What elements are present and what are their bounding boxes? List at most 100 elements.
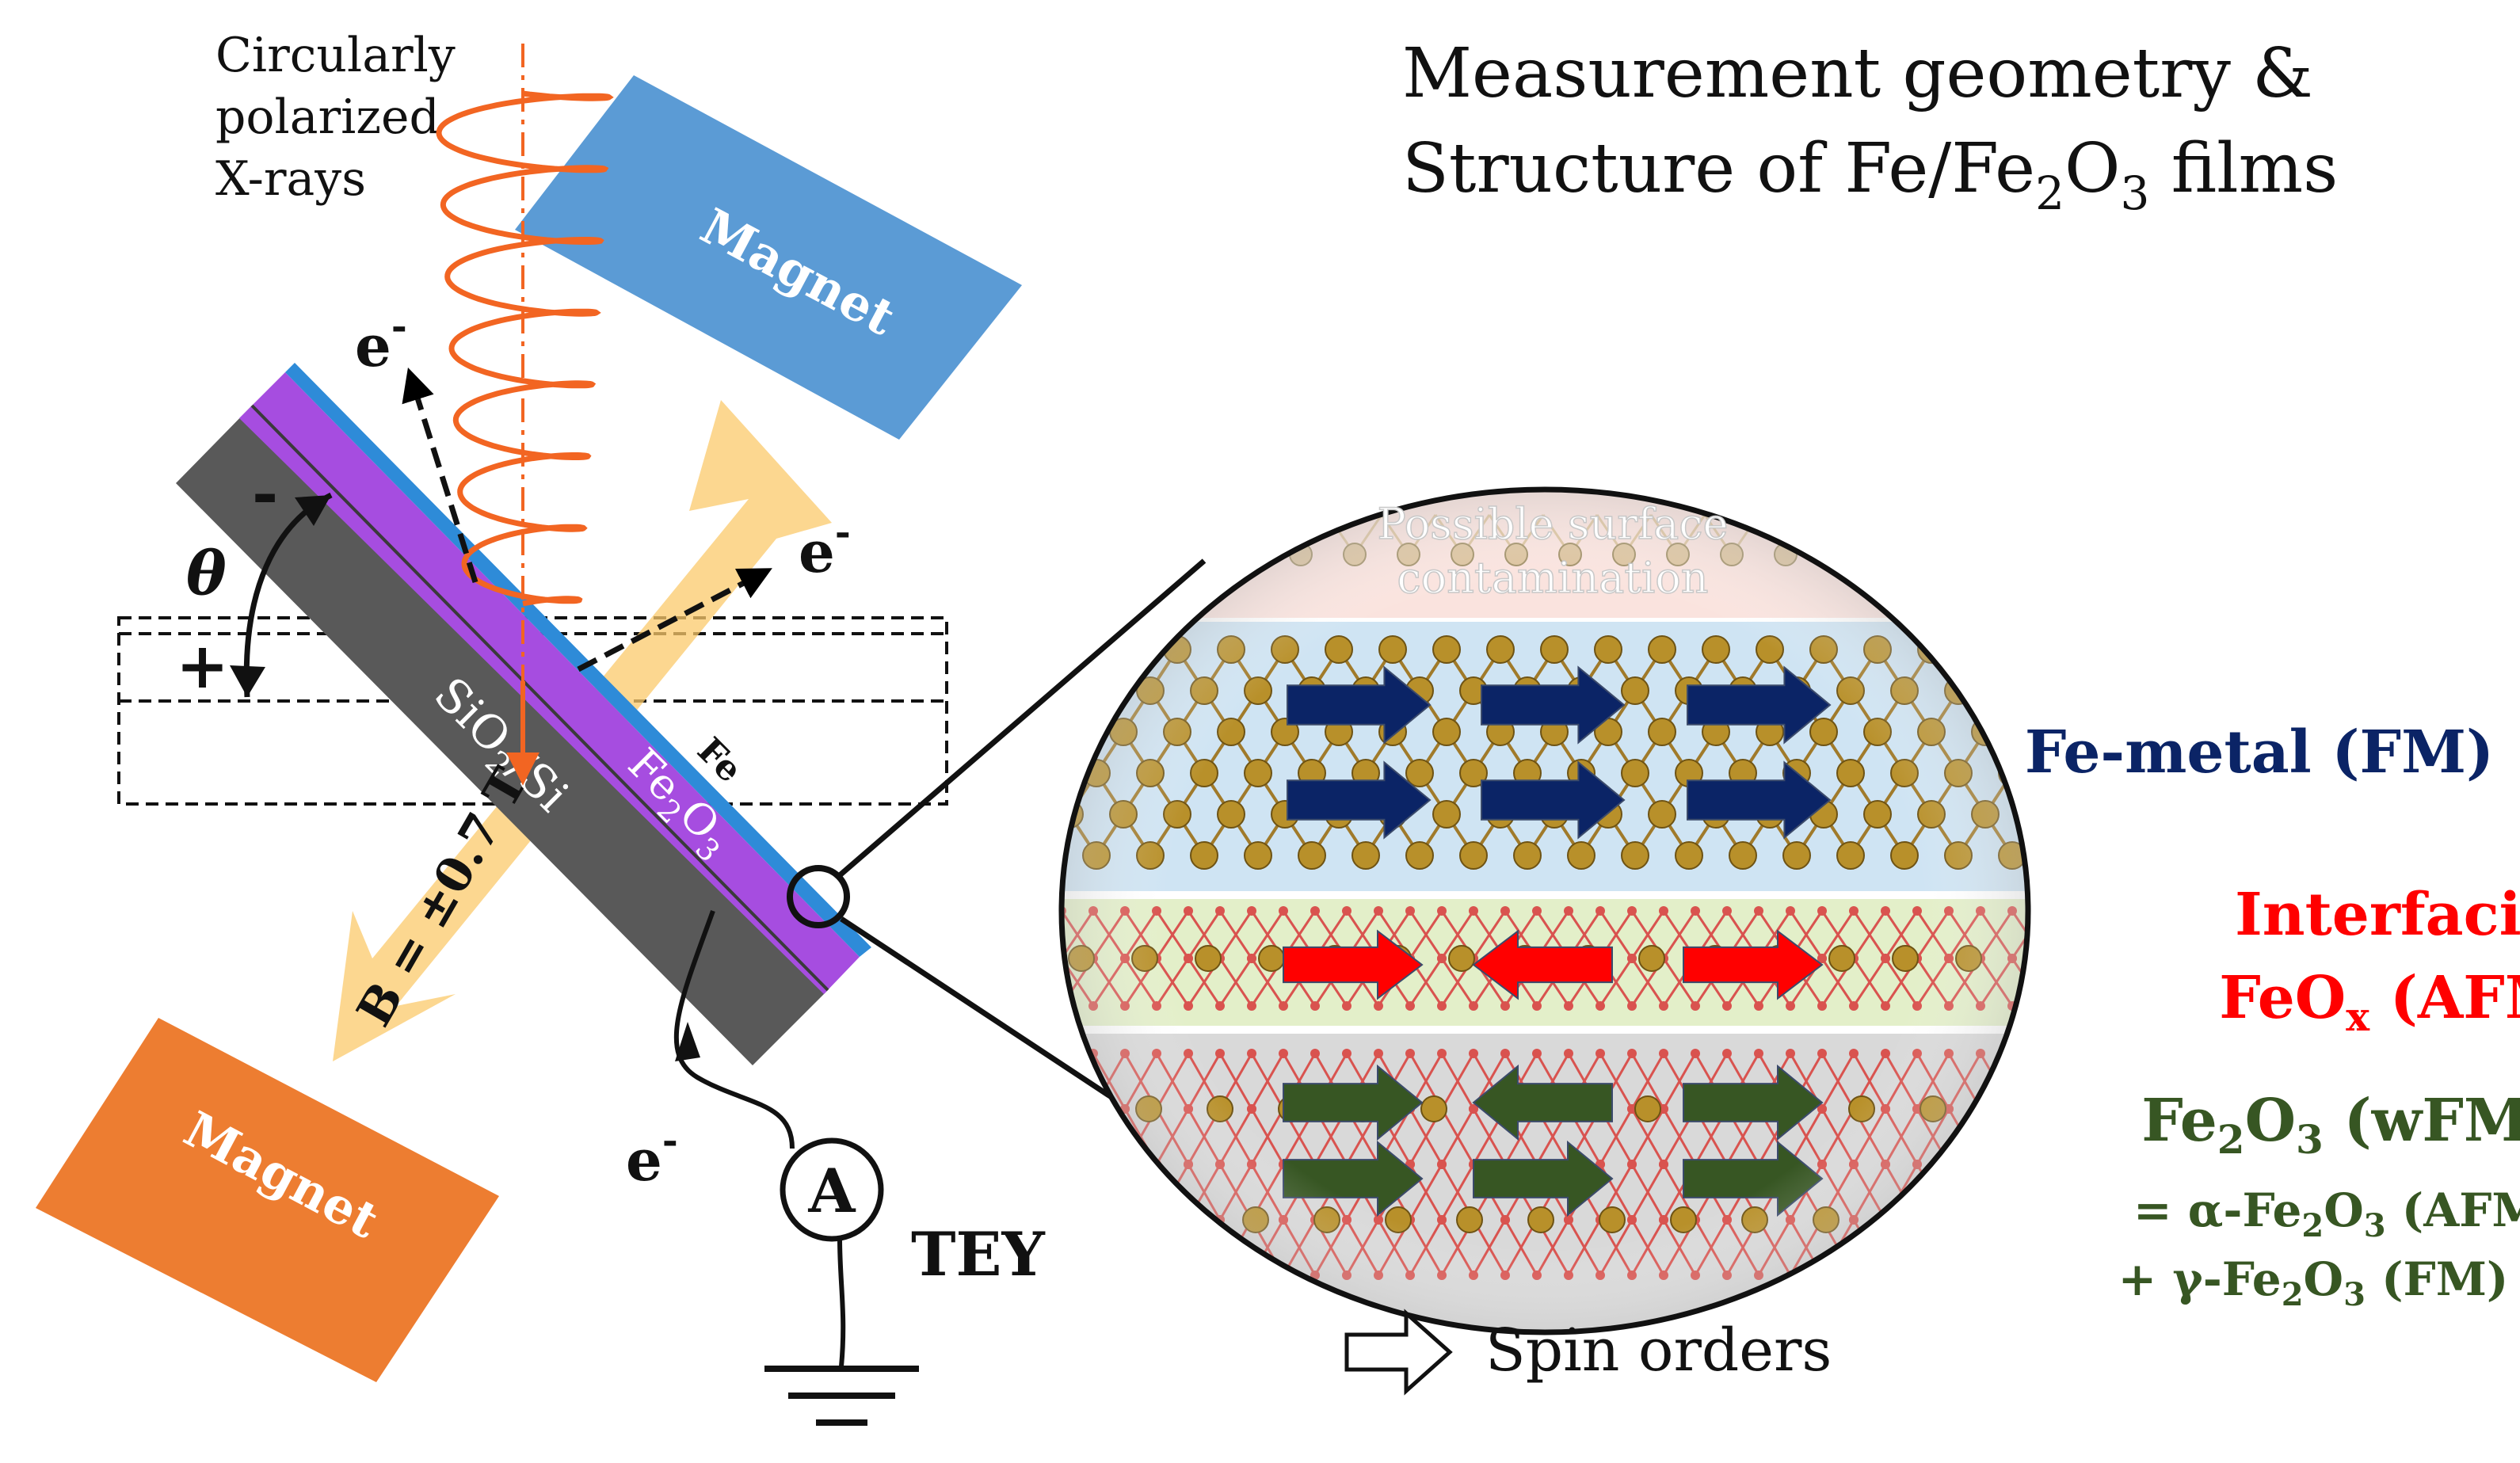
lattice-atom [1073,543,1097,566]
zoom-ellipse-outline [1058,486,2031,1335]
oxygen-atom [1976,1104,1985,1114]
oxygen-atom [2007,1215,2017,1225]
oxygen-atom [1912,1215,1922,1225]
oxygen-atom [1088,1104,1098,1114]
lattice-bond [1187,1219,1222,1276]
lattice-bond [1947,1164,1982,1221]
oxygen-atom [1944,1160,1954,1169]
zoom-spot [787,865,850,928]
lattice-bond [1092,1219,1127,1276]
legend-wfm: Fe2O3 (wFM) [2141,1087,2520,1163]
lattice-atom [1235,543,1259,566]
oxygen-atom [1152,1271,1161,1280]
theta-arrowhead-top [295,495,331,526]
oxygen-atom [1881,1271,1890,1280]
lattice-atom [1082,676,1111,705]
oxygen-atom [1120,1271,1130,1280]
lattice-bond [1973,514,2003,555]
oxygen-atom [1062,1271,1066,1280]
lattice-bond [2026,514,2028,555]
lattice-atom [1062,718,1084,746]
oxygen-atom [1088,1160,1098,1169]
oxygen-atom [2007,1104,2017,1114]
xray-label-1: Circularly [215,28,456,83]
ammeter-label: A [808,1156,856,1226]
lattice-bond [2011,1219,2028,1276]
oxygen-atom [1184,1271,1193,1280]
oxygen-atom [1976,1104,1985,1114]
lattice-bond [1062,1164,1095,1221]
legend-interfacial-2: FeOx (AFM) [2219,964,2520,1040]
tey-current-arrow [675,1022,700,1061]
lattice-bond [1957,648,1987,692]
lattice-bond [1062,1108,1095,1165]
oxygen-atom [1062,1160,1066,1169]
plus-sign: + [176,628,229,703]
oxygen-atom [1120,1160,1130,1169]
lattice-bond [2011,1108,2028,1165]
oxygen-atom [1062,1215,1066,1225]
electron-label-bottom: e- [626,1118,678,1194]
lattice-atom [1955,1206,1982,1233]
lattice-bond [1155,1219,1190,1276]
lattice-atom [1998,676,2026,705]
lattice-bond [1946,514,1976,555]
lattice-bond [1865,514,1895,555]
lattice-bond [1984,689,2014,733]
oxygen-atom [1881,1215,1890,1225]
oxygen-atom [1215,1271,1225,1280]
oxygen-atom [1912,1215,1922,1225]
lattice-bond [1892,514,1922,555]
oxygen-atom [1062,1001,1066,1011]
magnet-top [515,75,1022,440]
theta-symbol: θ [186,538,227,608]
lattice-bond [2011,1053,2028,1110]
lattice-bond [1838,514,1868,555]
oxygen-atom [1184,1215,1193,1225]
oxygen-atom [2007,1104,2017,1114]
oxygen-atom [1120,1215,1130,1225]
lattice-bond [1092,1219,1127,1276]
lattice-bond [1084,514,1114,555]
oxygen-atom [1120,1215,1130,1225]
lattice-bond [2011,1108,2028,1165]
oxygen-atom [1062,1104,1066,1114]
lattice-bond [2011,1164,2028,1221]
oxygen-atom [1247,1271,1256,1280]
lattice-atom [1989,543,2013,566]
oxygen-atom [1944,1215,1954,1225]
electron-label-top: e- [355,304,407,379]
lattice-atom [1828,543,1851,566]
title-line-2: Structure of Fe/Fe2O3 films [1402,129,2338,220]
lattice-bond [1187,1219,1222,1276]
lattice-atom [1971,635,2000,664]
lattice-bond [1111,514,1141,555]
electron-label-right: e- [799,510,851,585]
lattice-bond [1062,1164,1095,1221]
oxygen-atom [1976,1215,1985,1225]
oxygen-atom [1088,1104,1098,1114]
electron-arrow-up [402,367,478,584]
lattice-bond [2011,1219,2028,1276]
lattice-bond [2011,1053,2028,1110]
oxygen-atom [1062,1104,1066,1114]
oxygen-atom [1062,1049,1066,1058]
lattice-bond [1947,1219,1982,1276]
lattice-bond [1884,1219,1919,1276]
lattice-bond [1979,1219,2014,1276]
lattice-atom [1991,1095,2018,1122]
lattice-bond [1947,1219,1982,1276]
lattice-bond [1191,514,1222,555]
lattice-atom [2026,1206,2028,1233]
lattice-bond [2000,514,2028,555]
lattice-bond [2011,1164,2028,1221]
lattice-bond [1062,1108,1095,1165]
lattice-atom [1062,635,1084,664]
oxygen-atom [1062,1160,1066,1169]
minus-sign: - [252,455,278,530]
lattice-bond [1979,1108,2014,1165]
lattice-bond [1947,1164,1982,1221]
oxygen-atom [1976,1160,1985,1169]
electron-arrow-right [577,568,772,672]
